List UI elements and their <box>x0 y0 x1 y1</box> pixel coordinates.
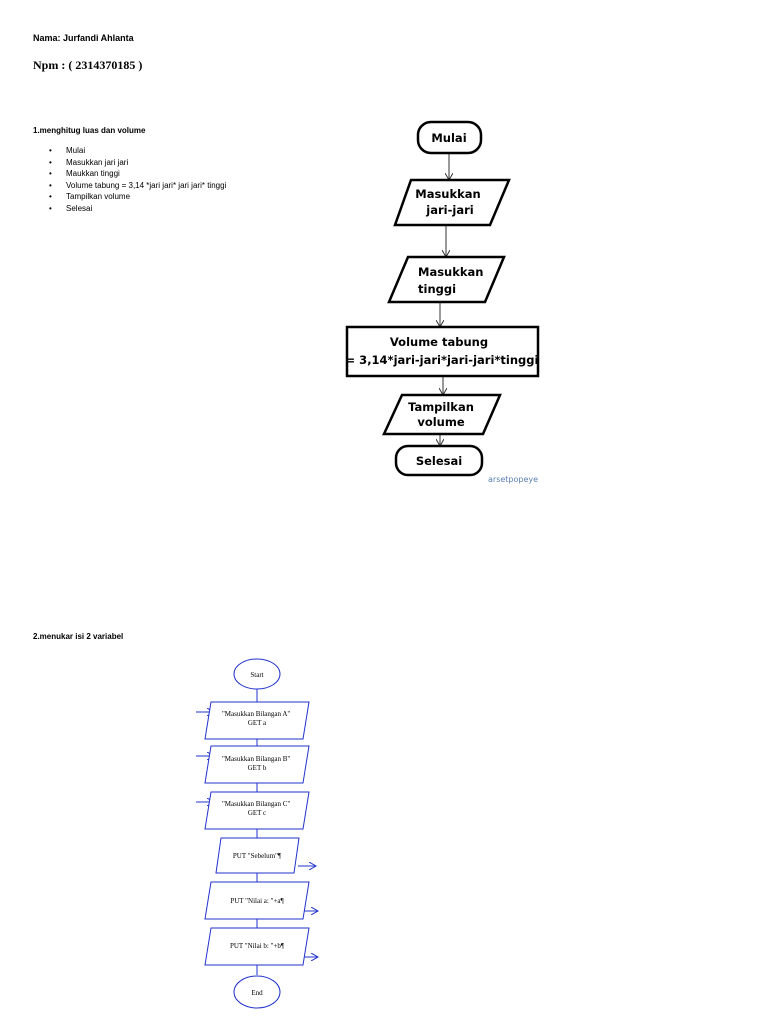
put-b-label: PUT "Nilai b: "+b¶ <box>230 942 285 950</box>
section2-title: 2.menukar isi 2 variabel <box>33 632 124 641</box>
input-a-label-1: "Masukkan Bilangan A" <box>222 710 290 718</box>
output-label-1: Tampilkan <box>408 400 474 414</box>
input-radius-label-2: jari-jari <box>425 203 473 217</box>
put-a-label: PUT "Nilai a: "+a¶ <box>230 897 284 905</box>
input-height-label-2: tinggi <box>418 282 456 296</box>
process-label-1: Volume tabung <box>390 335 488 349</box>
start-oval <box>233 658 281 690</box>
list-item: Maukkan tinggi <box>33 168 226 180</box>
input-c-parallelogram <box>204 791 310 830</box>
input-c-label-1: "Masukkan Bilangan C" <box>222 800 290 808</box>
put-sebelum-label: PUT "Sebelum"¶ <box>233 852 282 860</box>
output-volume-parallelogram <box>382 393 502 436</box>
input-b-label-2: GET b <box>248 764 267 772</box>
section1-title: 1.menghitug luas dan volume <box>33 126 146 135</box>
put-b-parallelogram <box>204 927 310 966</box>
put-a-parallelogram <box>204 881 310 920</box>
list-item: Masukkan jari jari <box>33 157 226 169</box>
end-oval <box>233 975 281 1009</box>
input-c-label-2: GET c <box>248 809 266 817</box>
student-name: Nama: Jurfandi Ahlanta <box>33 33 134 43</box>
watermark-text: arsetpopeye <box>488 475 538 484</box>
list-item: Mulai <box>33 145 226 157</box>
input-radius-parallelogram <box>393 178 511 227</box>
input-a-parallelogram <box>204 701 310 740</box>
end-label: End <box>251 989 263 997</box>
svg-text:"Masukkan Bilangan A" GE: "Masukkan Bilangan A" GET a <box>222 710 292 727</box>
list-item: Selesai <box>33 203 226 215</box>
input-a-label-2: GET a <box>248 719 267 727</box>
input-b-parallelogram <box>204 745 310 784</box>
list-item: Tampilkan volume <box>33 191 226 203</box>
volume-flowchart: Mulai Masukkan jari-jari Masukkan tinggi… <box>345 120 540 484</box>
input-radius-label-1: Masukkan <box>415 187 480 201</box>
start-label: Mulai <box>431 131 466 145</box>
output-label-2: volume <box>417 415 465 429</box>
svg-text:"Masukkan Bilangan C" GE: "Masukkan Bilangan C" GET c <box>222 800 292 817</box>
input-height-parallelogram <box>387 255 506 304</box>
swap-variables-flowchart: Start "Masukkan Bilangan A" GET a "Masuk… <box>196 658 318 1009</box>
volume-process-box <box>345 325 540 378</box>
svg-text:Masukkan tinggi: Masukkan tinggi <box>418 265 488 296</box>
input-b-label-1: "Masukkan Bilangan B" <box>222 755 290 763</box>
svg-text:"Masukkan Bilangan B" GE: "Masukkan Bilangan B" GET b <box>222 755 292 772</box>
algorithm-steps-list: Mulai Masukkan jari jari Maukkan tinggi … <box>33 145 226 214</box>
svg-text:Volume tabung = 3,14*jar: Volume tabung = 3,14*jari-jari*jari-jari… <box>346 335 539 367</box>
end-terminator <box>394 444 484 477</box>
svg-text:Tampilkan volume: Tampilkan volume <box>408 400 478 429</box>
process-label-2: = 3,14*jari-jari*jari-jari*tinggi <box>346 353 539 367</box>
svg-text:Masukkan jari-jari: Masukkan jari-jari <box>415 187 485 217</box>
put-sebelum-parallelogram <box>215 837 300 874</box>
input-height-label-1: Masukkan <box>418 265 483 279</box>
start-terminator <box>416 120 483 155</box>
start-label: Start <box>250 671 263 679</box>
end-label: Selesai <box>416 454 462 468</box>
list-item: Volume tabung = 3,14 *jari jari* jari ja… <box>33 180 226 192</box>
student-npm: Npm : ( 2314370185 ) <box>33 58 143 72</box>
